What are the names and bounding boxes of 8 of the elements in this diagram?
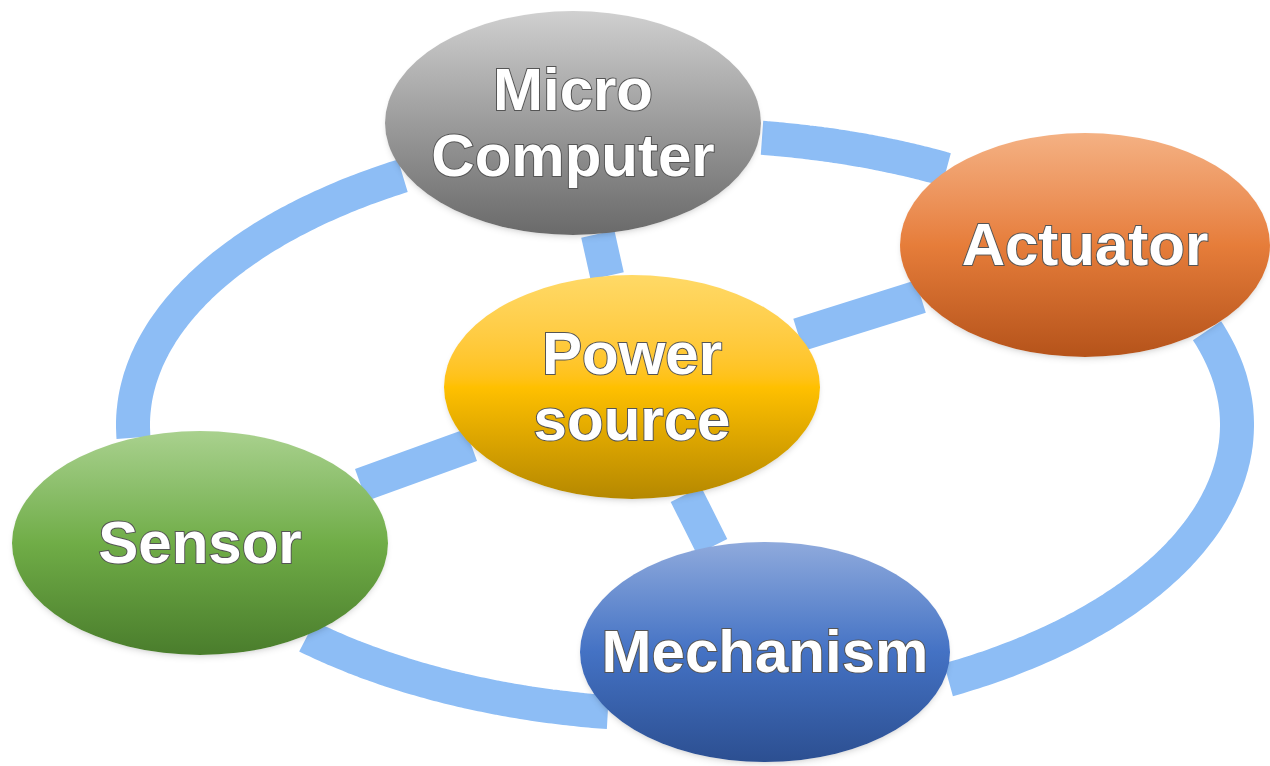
band-connector (581, 230, 624, 280)
band-connector (355, 429, 477, 501)
node-label: Mechanism (601, 619, 929, 685)
band-connector (793, 280, 926, 352)
node-label: Sensor (98, 510, 302, 576)
node-label: Power source (532, 321, 732, 453)
node-label: Actuator (961, 212, 1209, 278)
node-label: Micro Computer (431, 57, 715, 189)
